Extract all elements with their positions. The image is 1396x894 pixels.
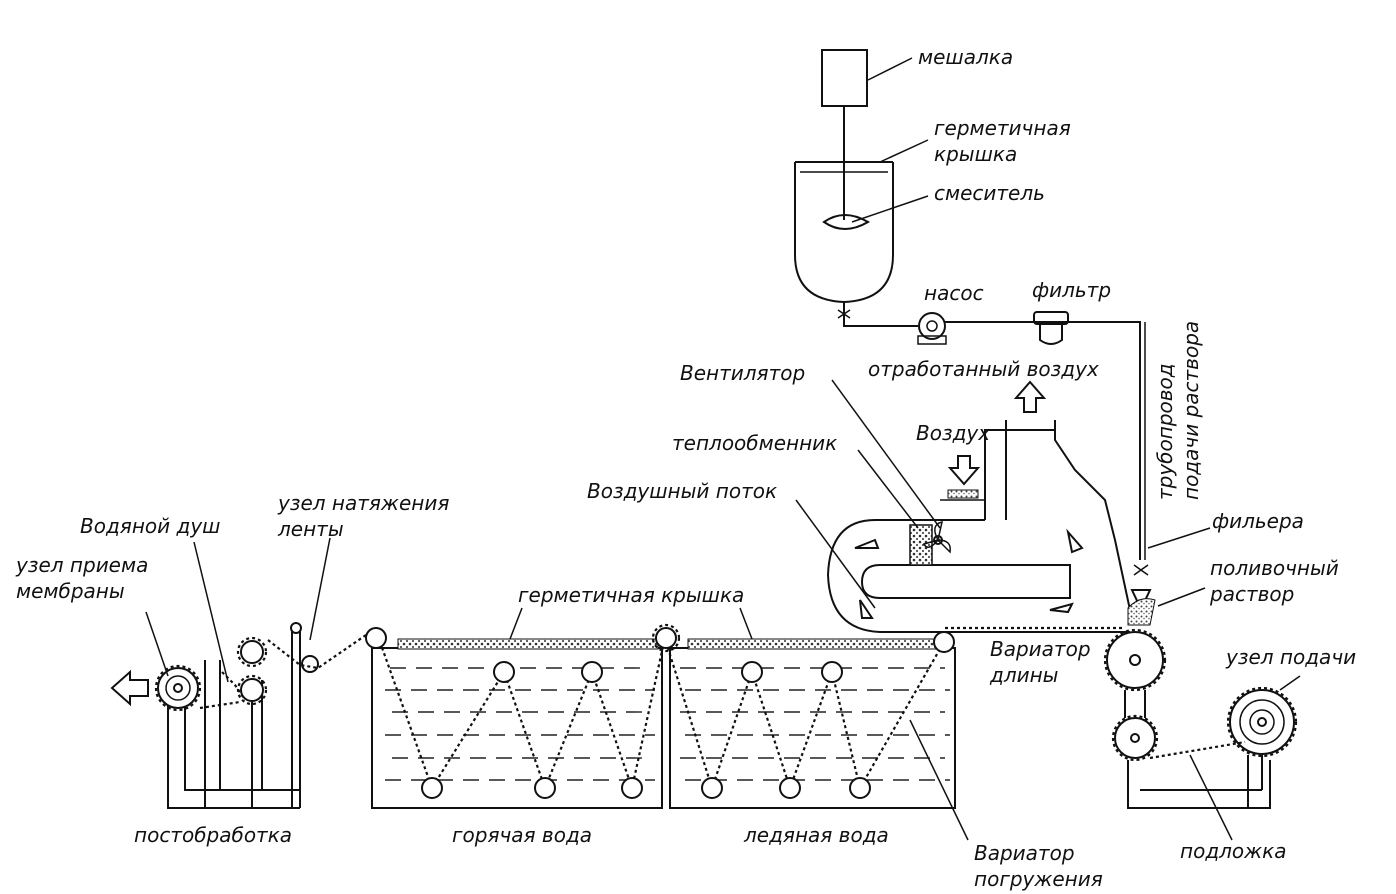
label-spinneret: фильера: [1212, 509, 1304, 533]
fan-icon: [922, 520, 951, 554]
hot-water-bath: [371, 638, 666, 809]
mixer-motor: [821, 49, 868, 220]
arrow-up-icon: [1013, 380, 1047, 413]
bath-middle-roller: [655, 627, 677, 649]
lower-roller: [1114, 717, 1156, 759]
label-line: Вариатор: [990, 637, 1091, 661]
casting-drum: [1106, 631, 1164, 689]
label-agitator: смеситель: [934, 181, 1045, 205]
label-feed-unit: узел подачи: [1225, 645, 1356, 669]
filter: [1033, 311, 1069, 345]
label-exhaust-air: отработанный воздух: [868, 357, 1099, 381]
label-line: поливочный: [1210, 556, 1339, 580]
label-line: Вариатор: [974, 841, 1075, 865]
label-pump: насос: [924, 281, 984, 305]
label-line: мембраны: [16, 579, 125, 603]
ice-water-bath: [664, 638, 956, 809]
label-fan: Вентилятор: [680, 361, 805, 385]
casting-belt-zone: [945, 598, 1167, 762]
label-line: раствор: [1209, 582, 1294, 606]
tension-roller: [301, 655, 319, 673]
label-heat-exchanger: теплообменник: [672, 431, 837, 455]
label-water-shower: Водяной душ: [80, 514, 220, 538]
label-air-flow: Воздушный поток: [587, 479, 777, 503]
drying-hood: [826, 420, 1131, 633]
label-ice-water: ледяная вода: [743, 823, 889, 847]
label-line: герметичная: [934, 116, 1071, 140]
label-line: погружения: [974, 867, 1103, 891]
solution-pipeline: [843, 311, 1152, 606]
label-filter: фильтр: [1032, 278, 1111, 302]
label-line: узел натяжения: [277, 491, 449, 515]
agitator-blade: [822, 214, 870, 230]
label-air: Воздух: [916, 421, 990, 445]
arrow-left-icon: [110, 669, 149, 707]
mixing-tank: [794, 161, 894, 322]
label-line: длины: [989, 663, 1058, 687]
label-sealed-lid-bath: герметичная крышка: [518, 583, 744, 607]
heat-exchanger: [909, 524, 933, 566]
label-substrate: подложка: [1180, 839, 1287, 863]
label-post-treatment: постобработка: [134, 823, 292, 847]
label-mixer-motor: мешалка: [918, 45, 1013, 69]
bath-inlet-roller: [365, 627, 387, 649]
label-line: узел приема: [15, 553, 148, 577]
label-line: крышка: [934, 142, 1017, 166]
bath-outlet-roller: [933, 631, 955, 653]
leader-lines: [145, 57, 1301, 841]
feed-unit: [1127, 686, 1298, 809]
label-line: ленты: [277, 517, 344, 541]
membrane-takeup-roll: [154, 664, 202, 712]
post-treatment-frame: [167, 622, 367, 809]
label-line: подачи раствора: [1179, 321, 1203, 500]
pump: [917, 312, 947, 345]
arrow-down-icon: [947, 455, 981, 486]
duct-baffle: [860, 564, 1071, 599]
label-hot-water: горячая вода: [452, 823, 592, 847]
label-line: трубопровод: [1153, 363, 1177, 500]
